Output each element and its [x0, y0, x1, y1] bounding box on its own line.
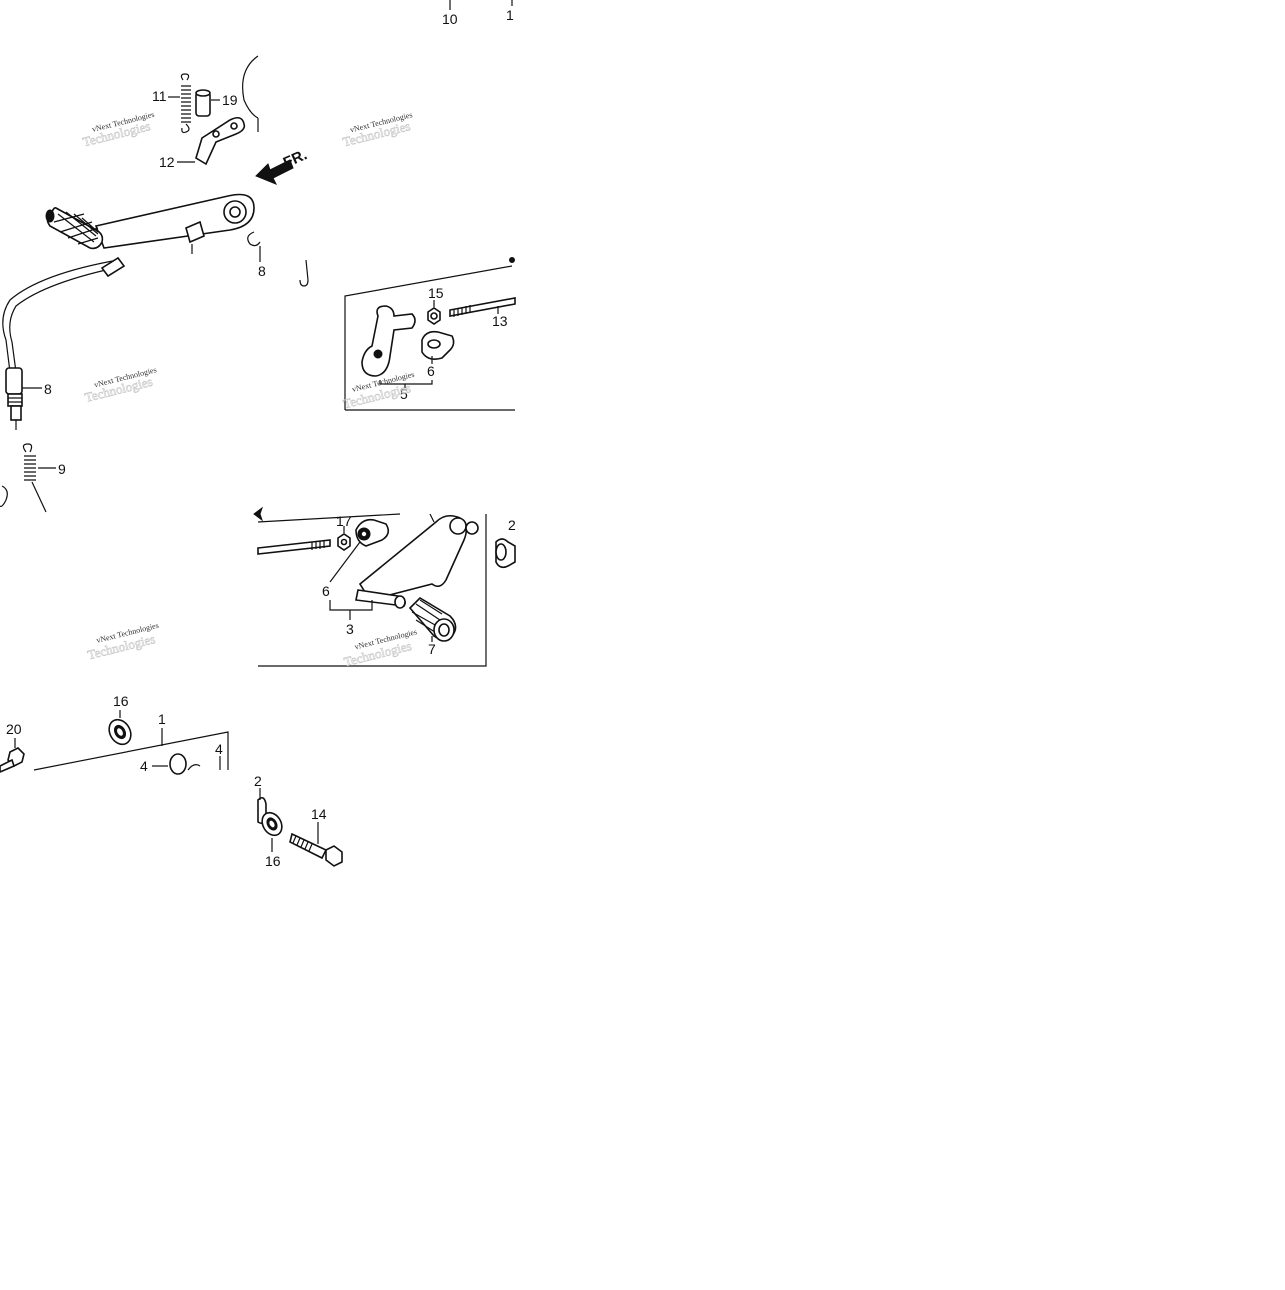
- callout-13: 13: [492, 313, 508, 329]
- clip: [247, 231, 261, 247]
- callout-5: 5: [400, 386, 408, 402]
- callout-8-upper: 8: [258, 263, 266, 279]
- watermark-2: Technologies vNext Technologies: [341, 110, 414, 150]
- watermark-4: Technologies vNext Technologies: [341, 370, 415, 412]
- brake-rod: [2, 256, 126, 373]
- callout-4-right: 4: [215, 741, 223, 757]
- top-callouts: 10 1: [442, 0, 514, 27]
- front-arrow: FR.: [255, 146, 310, 185]
- callout-2-right: 2: [508, 517, 516, 533]
- callout-3: 3: [346, 621, 354, 637]
- engine-outline: [242, 55, 259, 132]
- brake-light-switch-8: [5, 367, 23, 430]
- callout-6-lower: 6: [322, 583, 330, 599]
- brake-pedal: [45, 193, 255, 254]
- callout-1-top: 1: [506, 7, 514, 23]
- callout-17: 17: [336, 513, 352, 529]
- callout-16-lower: 16: [265, 853, 281, 869]
- callout-12: 12: [159, 154, 175, 170]
- inset-box-right-upper: [344, 257, 516, 411]
- front-arrow-label: FR.: [281, 146, 310, 171]
- inset-box-right-lower: [253, 506, 516, 667]
- lower-center-assembly: [257, 788, 343, 867]
- callout-9: 9: [58, 461, 66, 477]
- callout-10: 10: [442, 11, 458, 27]
- callout-16-left: 16: [113, 693, 129, 709]
- cotter-pin: [299, 259, 309, 287]
- callout-19: 19: [222, 92, 238, 108]
- callout-8-lower: 8: [44, 381, 52, 397]
- bracket-12: [195, 116, 246, 166]
- callout-11: 11: [152, 88, 167, 104]
- spring-11: [180, 73, 191, 134]
- watermark-1: Technologies vNext Technologies: [81, 110, 155, 150]
- callout-20: 20: [6, 721, 22, 737]
- callout-2-lower: 2: [254, 773, 262, 789]
- watermark-5: Technologies vNext Technologies: [86, 621, 160, 663]
- footpeg-rubber-7: [408, 596, 457, 642]
- callout-14: 14: [311, 806, 327, 822]
- callout-1: 1: [158, 711, 166, 727]
- clip-lower: [0, 485, 8, 507]
- spring-9: [22, 443, 47, 513]
- callout-15: 15: [428, 285, 444, 301]
- lower-left-assembly: [0, 710, 229, 775]
- callout-7: 7: [428, 641, 436, 657]
- callout-6-upper: 6: [427, 363, 435, 379]
- callout-4-left: 4: [140, 758, 148, 774]
- pedal-rubber: [45, 207, 104, 250]
- watermark-3: Technologies vNext Technologies: [83, 365, 157, 405]
- collar-19: [195, 89, 211, 117]
